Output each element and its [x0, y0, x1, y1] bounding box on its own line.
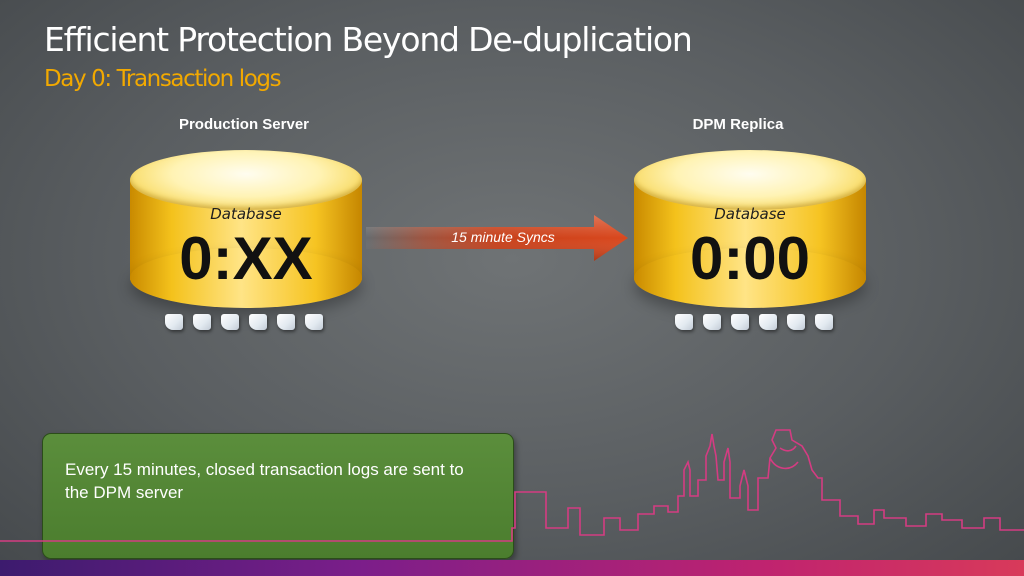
- production-server-label: Production Server: [178, 116, 310, 133]
- replica-database-time: 0:00: [689, 225, 811, 292]
- transaction-log-icon: [759, 314, 777, 330]
- transaction-log-icon: [249, 314, 267, 330]
- transaction-log-icon: [221, 314, 239, 330]
- replica-database-caption: Database: [714, 205, 786, 223]
- replica-transaction-logs: [675, 314, 845, 334]
- transaction-log-icon: [815, 314, 833, 330]
- transaction-log-icon: [305, 314, 323, 330]
- callout-text: Every 15 minutes, closed transaction log…: [65, 460, 464, 502]
- sync-arrow-label: 15 minute Syncs: [451, 229, 555, 245]
- production-transaction-logs: [165, 314, 335, 334]
- replica-server-label: DPM Replica: [692, 116, 784, 133]
- sync-arrow: 15 minute Syncs: [366, 215, 630, 261]
- slide-subtitle: Day 0: Transaction logs: [44, 66, 282, 92]
- production-database-caption: Database: [210, 205, 282, 223]
- transaction-log-icon: [787, 314, 805, 330]
- transaction-log-icon: [703, 314, 721, 330]
- replica-database-icon: Database 0:00: [634, 150, 866, 308]
- production-database-icon: Database 0:XX: [130, 150, 362, 308]
- callout-box: Every 15 minutes, closed transaction log…: [42, 433, 514, 559]
- transaction-log-icon: [731, 314, 749, 330]
- production-database-time: 0:XX: [179, 225, 313, 292]
- footer-bar: [0, 560, 1024, 576]
- transaction-log-icon: [165, 314, 183, 330]
- sync-arrow-icon: [366, 215, 628, 261]
- slide-title: Efficient Protection Beyond De-duplicati…: [44, 20, 693, 59]
- transaction-log-icon: [277, 314, 295, 330]
- transaction-log-icon: [193, 314, 211, 330]
- transaction-log-icon: [675, 314, 693, 330]
